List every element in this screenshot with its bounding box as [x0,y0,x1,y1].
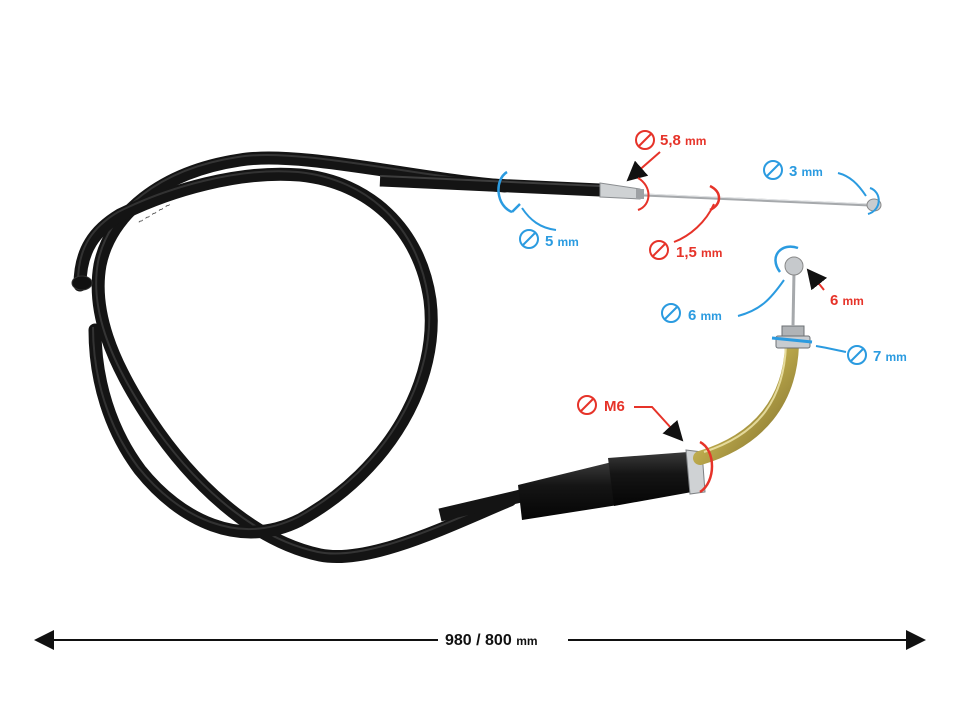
svg-text:3 mm: 3 mm [789,163,823,180]
length-dimension: 980 / 800 mm [34,630,926,650]
svg-text:5 mm: 5 mm [545,233,579,250]
dim-wire-end-3: 3 mm [763,160,880,215]
svg-text:M6: M6 [604,398,625,415]
svg-text:7 mm: 7 mm [873,348,907,365]
dim-wire-1-5: 1,5 mm [649,184,722,261]
cable-loop: ~ ~ ~ ~ ~ [71,151,517,563]
svg-text:980 / 800 mm: 980 / 800 mm [445,632,538,649]
svg-text:6 mm: 6 mm [830,292,864,309]
svg-text:5,8 mm: 5,8 mm [660,132,706,149]
dim-sheath-5: 5 mm [497,170,579,250]
dim-ball-6-blue: 6 mm [661,245,799,324]
dim-fitting-7: 7 mm [771,336,907,365]
svg-text:1,5 mm: 1,5 mm [676,244,722,261]
dim-ferrule-5-8: 5,8 mm [626,130,706,211]
dim-thread-m6: M6 [577,395,714,494]
svg-text:6 mm: 6 mm [688,307,722,324]
length-value: 980 / 800 [445,632,512,649]
length-unit: mm [516,634,537,648]
cable-upper-end [379,173,882,212]
cable-lower-end [438,256,811,522]
dim-ball-6-red: 6 mm [806,268,864,309]
